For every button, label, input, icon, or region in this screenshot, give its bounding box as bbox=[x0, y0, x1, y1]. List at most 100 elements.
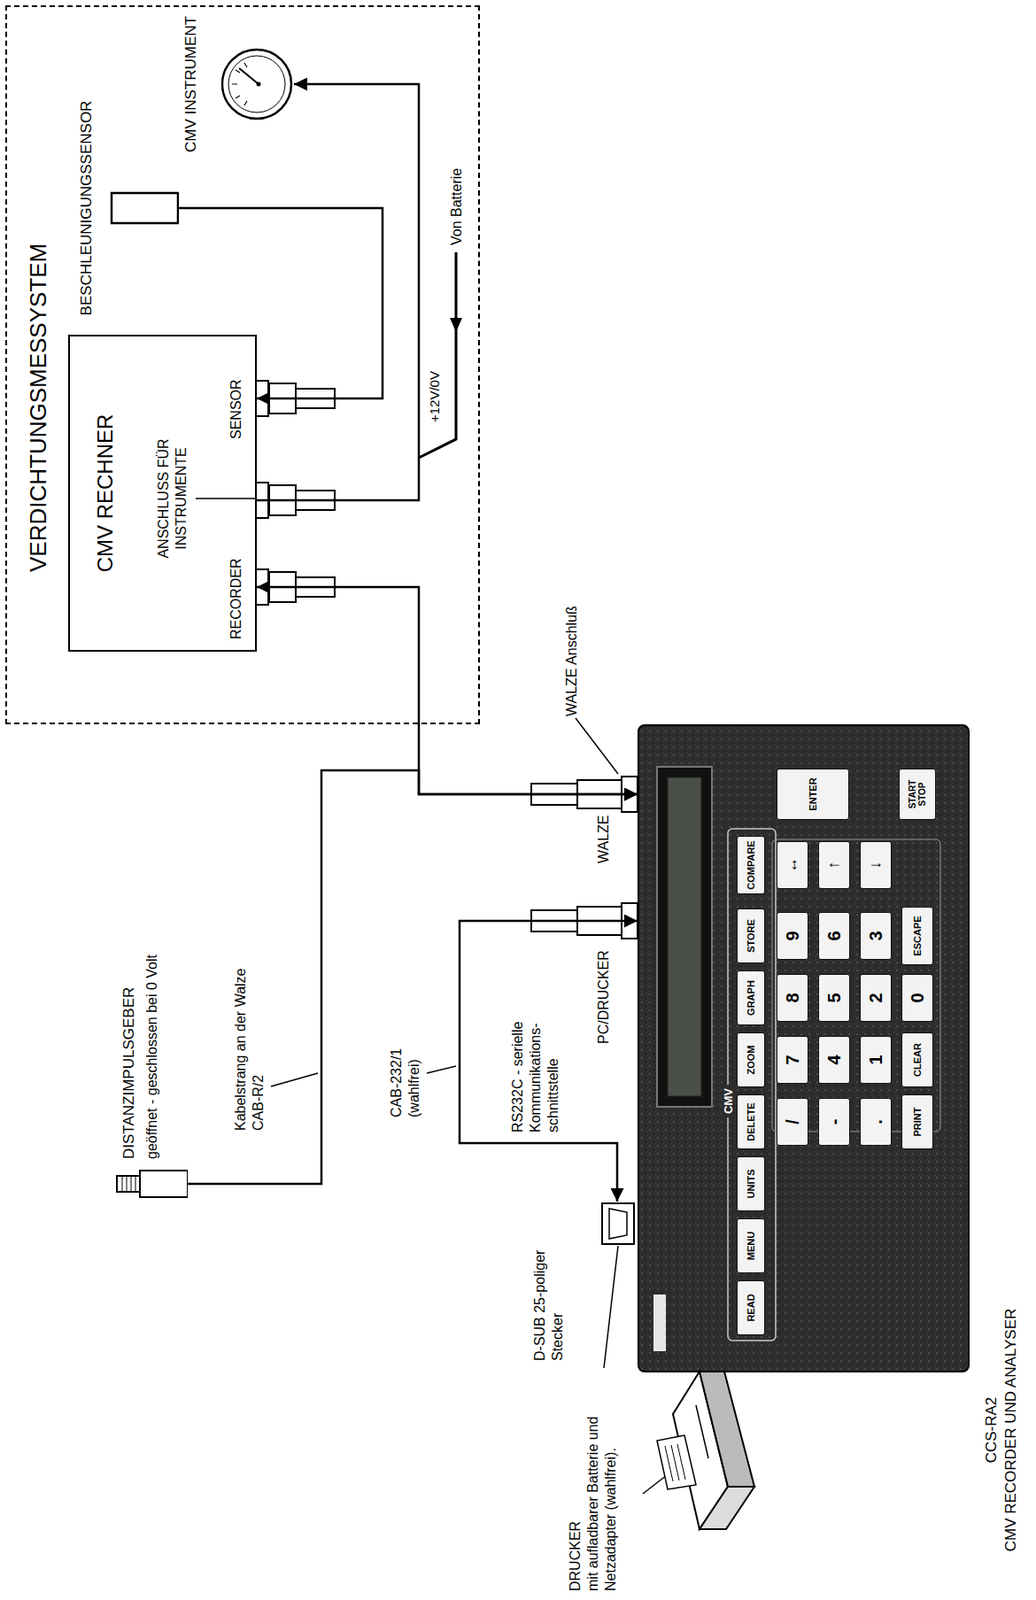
key-label: 0 bbox=[907, 992, 928, 1003]
node-text: DISTANZIMPULSGEBER bbox=[120, 987, 139, 1160]
outline-path bbox=[122, 1175, 136, 1192]
key-label: 4 bbox=[824, 1054, 844, 1065]
computer-box: CMV RECHNERSENSORANSCHLUSS FÜR INSTRUMEN… bbox=[68, 334, 257, 652]
key-label: ENTER bbox=[807, 777, 819, 811]
node-text: CMV RECORDER UND ANALYSER bbox=[1002, 1275, 1021, 1585]
keypad-group-label: CMV bbox=[721, 1084, 736, 1118]
outline-rect bbox=[116, 1175, 140, 1192]
outline-rect bbox=[639, 726, 968, 1371]
keypad-key: - bbox=[818, 1097, 851, 1146]
dsub-connector: D-SUB 25-poliger Stecker bbox=[531, 1201, 638, 1361]
node-text: CMV RECHNER bbox=[92, 336, 119, 650]
key-label: COMPARE bbox=[745, 840, 757, 890]
keypad-key: 7 bbox=[776, 1036, 809, 1084]
keypad-key: STORE bbox=[736, 908, 766, 964]
keypad-key: 0 bbox=[901, 974, 934, 1022]
recorder-device: CCS-RA2CMV RECORDER UND ANALYSERREADMENU… bbox=[637, 724, 970, 1373]
key-label: 2 bbox=[865, 992, 886, 1003]
leader-line bbox=[270, 1073, 318, 1087]
outline-rect bbox=[111, 193, 178, 224]
keypad-key: / bbox=[776, 1097, 809, 1146]
leader-line bbox=[239, 68, 259, 85]
keypad-key: CLEAR bbox=[901, 1032, 934, 1088]
key-label: 9 bbox=[782, 930, 803, 941]
cable-connector bbox=[256, 587, 638, 795]
outline-shape bbox=[657, 1435, 696, 1490]
leader-line bbox=[426, 1066, 457, 1074]
key-label: 8 bbox=[782, 992, 803, 1003]
keypad-key: 4 bbox=[818, 1036, 851, 1084]
keypad-key: DELETE bbox=[736, 1094, 766, 1150]
keypad-key: PRINT bbox=[901, 1094, 934, 1150]
line-drawing bbox=[115, 1159, 188, 1202]
outline-path bbox=[695, 1405, 709, 1459]
printer: DRUCKERmit aufladbarer Batterie und Netz… bbox=[566, 1368, 762, 1592]
key-label: 7 bbox=[782, 1054, 803, 1065]
acceleration-sensor: BESCHLEUNIGUNGSSENSOR bbox=[77, 92, 179, 324]
system-boundary: VERDICHTUNGSMESSYSTEMCMV RECHNERSENSORAN… bbox=[5, 5, 480, 725]
key-label: UNITS bbox=[745, 1169, 757, 1199]
battery-wire bbox=[418, 252, 457, 458]
outline-rect bbox=[772, 839, 941, 1132]
supply-label: Von Batterie bbox=[448, 168, 466, 246]
keypad-key: ESCAPE bbox=[901, 906, 934, 966]
key-label: . bbox=[865, 1119, 886, 1125]
key-label: START STOP bbox=[907, 769, 928, 820]
key-label: 1 bbox=[865, 1054, 886, 1065]
node-text: RECORDER bbox=[227, 557, 245, 640]
keypad-key: UNITS bbox=[736, 1156, 766, 1212]
keypad-key: 1 bbox=[859, 1036, 892, 1084]
node-text: ANSCHLUSS FÜR INSTRUMENTE bbox=[154, 432, 191, 565]
keypad-key: ZOOM bbox=[736, 1032, 766, 1088]
keypad-key: ENTER bbox=[776, 768, 850, 820]
outline-shape bbox=[699, 1371, 755, 1487]
leader-line bbox=[603, 1245, 619, 1369]
distance-pulse-sensor: DISTANZIMPULSGEBERgeöffnet - geschlossen… bbox=[115, 918, 188, 1202]
keypad-key: MENU bbox=[736, 1218, 766, 1274]
node-text: BESCHLEUNIGUNGSSENSOR bbox=[77, 92, 96, 324]
keypad-key: START STOP bbox=[898, 768, 936, 820]
key-label: DELETE bbox=[745, 1102, 757, 1141]
keypad-key: 6 bbox=[818, 912, 851, 960]
cable-connector bbox=[256, 84, 419, 501]
keypad-key: ↑ bbox=[818, 841, 851, 890]
key-label: PRINT bbox=[912, 1107, 923, 1137]
voltage-label: +12V/0V bbox=[426, 371, 444, 423]
outline-circle bbox=[228, 55, 286, 113]
key-label: GRAPH bbox=[745, 980, 757, 1016]
node-text: D-SUB 25-poliger Stecker bbox=[531, 1228, 567, 1361]
outline-path bbox=[664, 1444, 686, 1482]
cable-connector bbox=[459, 920, 638, 1202]
key-label: ↑ bbox=[825, 861, 843, 870]
leader-line bbox=[195, 497, 256, 500]
node-text: geöffnet - geschlossen bei 0 Volt bbox=[143, 954, 161, 1160]
keypad-key: 5 bbox=[818, 974, 851, 1022]
keypad-key: ↓ bbox=[859, 841, 892, 890]
node-text: DRUCKER bbox=[566, 1521, 584, 1592]
keypad-key: COMPARE bbox=[736, 835, 766, 895]
key-label: ZOOM bbox=[745, 1045, 757, 1075]
leader-line bbox=[575, 718, 619, 774]
keypad-key: READ bbox=[736, 1280, 766, 1336]
node-text: mit aufladbarer Batterie und Netzadapter… bbox=[584, 1369, 620, 1592]
key-label: MENU bbox=[745, 1231, 757, 1261]
outline-shape bbox=[699, 1486, 755, 1530]
key-label: / bbox=[782, 1119, 803, 1125]
node-text: CCS-RA2 bbox=[982, 1275, 1001, 1585]
key-label: READ bbox=[745, 1293, 757, 1322]
key-label: 6 bbox=[824, 930, 844, 941]
key-label: 5 bbox=[824, 992, 844, 1003]
key-label: 3 bbox=[865, 930, 886, 941]
port-label: PC/DRUCKER bbox=[595, 950, 613, 1044]
key-label: - bbox=[824, 1119, 844, 1126]
node-text: CMV INSTRUMENT bbox=[182, 13, 201, 155]
outline-rect bbox=[602, 1203, 634, 1245]
port-callout: WALZE Anschluß bbox=[563, 605, 581, 717]
interface-label: RS232C - serielle Kommunikations- schnit… bbox=[509, 997, 563, 1133]
keypad-key: 9 bbox=[776, 912, 809, 960]
cable-label: CAB-232/1 (wahlfrei) bbox=[387, 1020, 424, 1118]
port-label: WALZE bbox=[595, 814, 613, 864]
cmv-gauge: CMV INSTRUMENT bbox=[182, 13, 294, 155]
outline-path bbox=[609, 1208, 627, 1239]
